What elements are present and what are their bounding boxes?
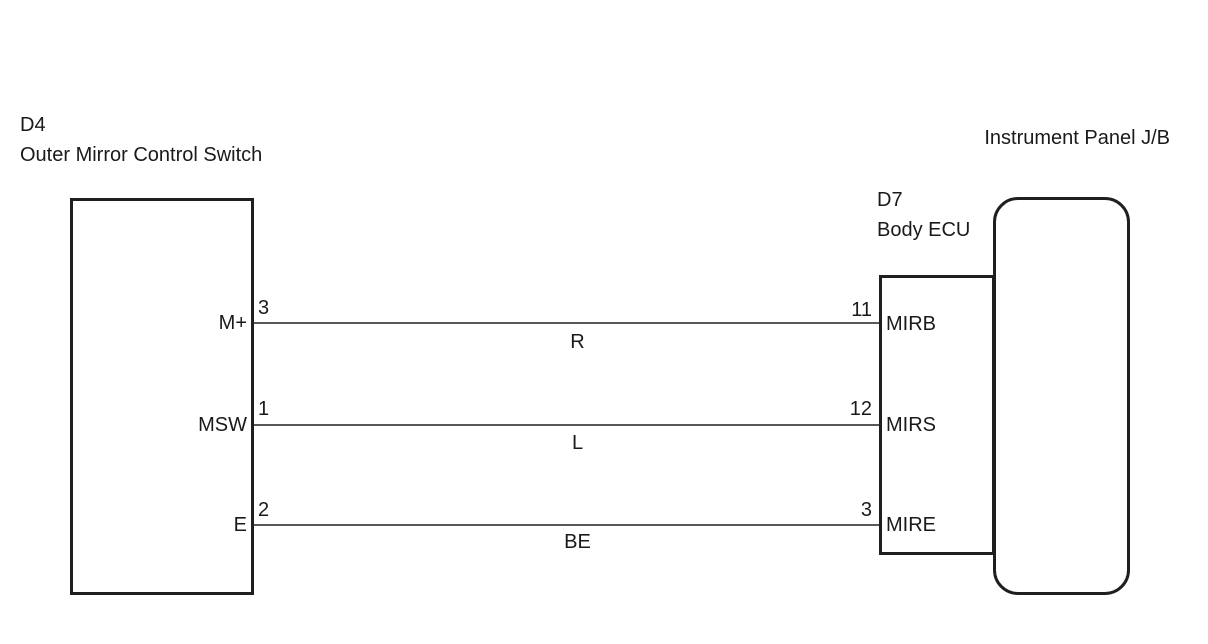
left-component-outline xyxy=(70,198,254,595)
pin-number: 12 xyxy=(849,398,872,420)
left-component-header: D4 Outer Mirror Control Switch xyxy=(20,110,262,170)
pin-name: E xyxy=(233,514,247,536)
right-component-name: Body ECU xyxy=(877,219,971,241)
right-component-code: D7 xyxy=(877,189,903,211)
wire-color-label: L xyxy=(571,432,584,454)
wire-color-label: R xyxy=(570,331,585,353)
pin-number: 11 xyxy=(851,299,872,321)
wire-l xyxy=(253,424,880,426)
right-component-outline xyxy=(879,275,995,555)
junction-block-label: Instrument Panel J/B xyxy=(984,127,1170,149)
pin-name: MSW xyxy=(198,414,247,436)
wire-r xyxy=(253,322,880,324)
pin-name: M+ xyxy=(218,312,247,334)
left-component-name: Outer Mirror Control Switch xyxy=(20,144,263,166)
terminal-name: MIRE xyxy=(886,514,936,536)
left-component-code: D4 xyxy=(20,114,46,136)
terminal-name: MIRB xyxy=(886,313,936,335)
pin-number: 1 xyxy=(258,398,270,420)
pin-number: 2 xyxy=(258,499,270,521)
pin-number: 3 xyxy=(258,297,270,319)
wire-be xyxy=(253,524,880,526)
right-component-header: D7 Body ECU xyxy=(877,185,970,245)
wire-color-label: BE xyxy=(564,531,591,553)
pin-number: 3 xyxy=(860,499,872,521)
terminal-name: MIRS xyxy=(886,414,936,436)
junction-block-outline xyxy=(993,197,1130,595)
